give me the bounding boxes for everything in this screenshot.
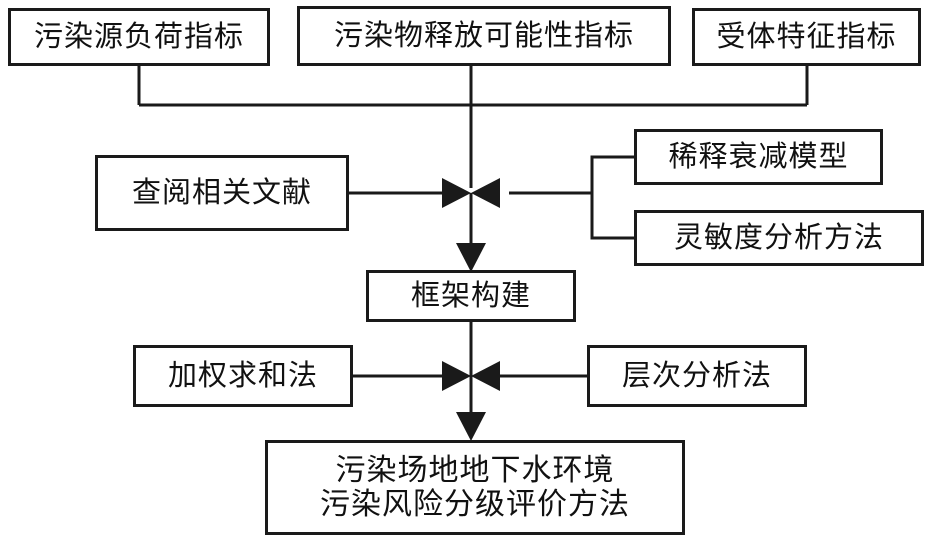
node-pollution-source-load-index[interactable]: 污染源负荷指标 <box>8 8 270 66</box>
node-literature-review[interactable]: 查阅相关文献 <box>95 155 349 231</box>
arrowhead-left-into-junction-1 <box>442 178 471 208</box>
arrowhead-right-into-junction-1 <box>471 178 500 208</box>
connector-junction-1-to-framework <box>456 193 486 272</box>
connector-junction-2-to-result <box>456 376 486 441</box>
node-analytic-hierarchy-process[interactable]: 层次分析法 <box>587 345 807 407</box>
arrowhead-right-into-junction-2 <box>471 361 500 391</box>
node-final-evaluation-method[interactable]: 污染场地地下水环境 污染风险分级评价方法 <box>265 440 685 535</box>
node-receptor-characteristic-index[interactable]: 受体特征指标 <box>692 8 921 66</box>
node-dilution-attenuation-model[interactable]: 稀释衰减模型 <box>634 129 883 185</box>
node-sensitivity-analysis-method[interactable]: 灵敏度分析方法 <box>634 210 924 266</box>
node-pollutant-release-probability-index[interactable]: 污染物释放可能性指标 <box>297 6 671 66</box>
node-framework-construction[interactable]: 框架构建 <box>366 270 576 322</box>
node-weighted-sum-method[interactable]: 加权求和法 <box>133 345 353 407</box>
arrowhead-left-into-junction-2 <box>442 361 471 391</box>
connector-right-fork <box>509 155 634 240</box>
